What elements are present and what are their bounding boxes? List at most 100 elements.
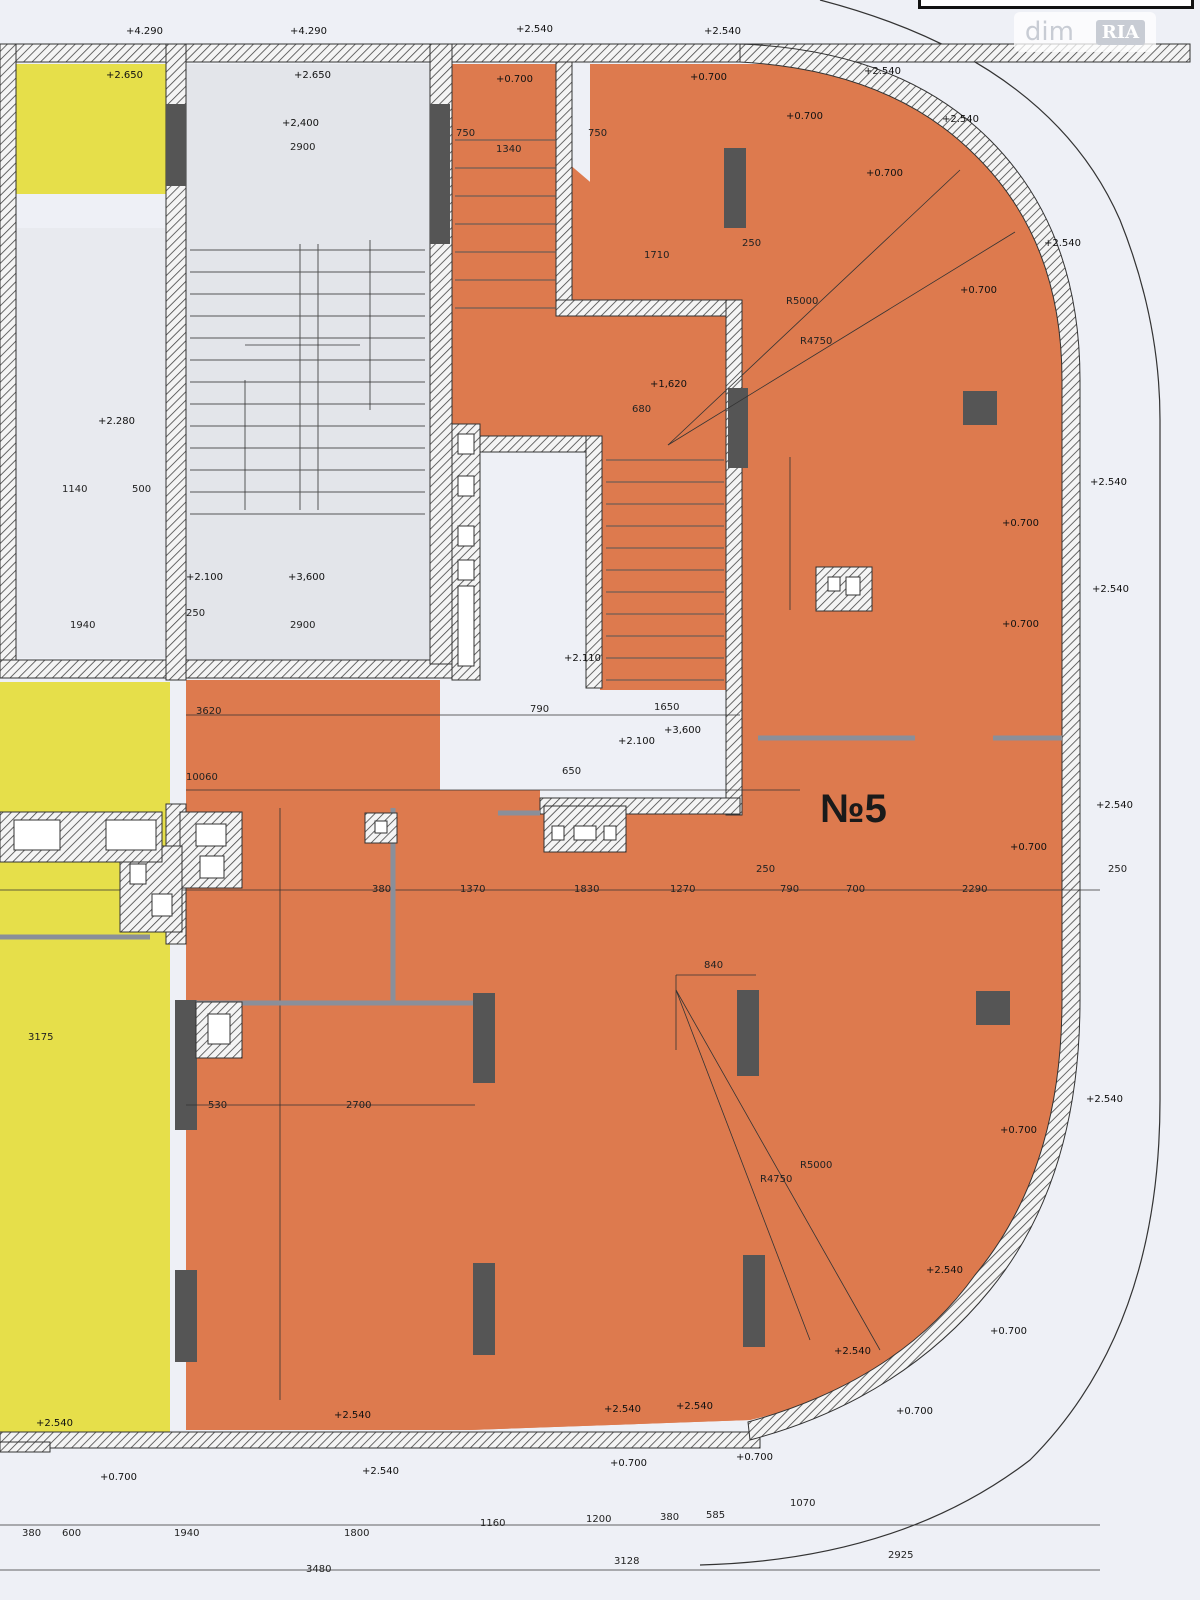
dimension-label: 840 (704, 960, 723, 971)
level-mark: +2.540 (1092, 584, 1129, 595)
level-mark: +0.700 (496, 74, 533, 85)
dimension-label: 1160 (480, 1518, 505, 1529)
level-mark: +2.540 (942, 114, 979, 125)
dimension-label: 3175 (28, 1032, 53, 1043)
dimension-label: 1270 (670, 884, 695, 895)
dimension-label: 1710 (644, 250, 669, 261)
curved-outer-wall (739, 43, 1081, 1441)
dimension-label: 790 (530, 704, 549, 715)
level-marks: +4.290 +4.290 +2.540 +2.540 +2.540 +2.54… (36, 24, 1133, 1483)
level-mark: +2.540 (1044, 238, 1081, 249)
room-label: №5 (820, 787, 887, 831)
dimension-label: 750 (456, 128, 475, 139)
dimension-label: 1940 (70, 620, 95, 631)
dimension-label: 1070 (790, 1498, 815, 1509)
level-mark: +2.540 (676, 1401, 713, 1412)
level-mark: +2.110 (564, 653, 601, 664)
level-mark: +2.540 (362, 1466, 399, 1477)
level-mark: +2.540 (334, 1410, 371, 1421)
yellow-room-top (16, 64, 166, 194)
level-mark: +2.540 (704, 26, 741, 37)
top-right-frame (918, 0, 1194, 9)
dimension-label: 2700 (346, 1100, 371, 1111)
outer-dimension-arc (699, 0, 1161, 1566)
level-mark: +0.700 (610, 1458, 647, 1469)
room-5-area-right (470, 64, 1070, 1430)
dimension-label: 2925 (888, 1550, 913, 1561)
dimension-label: 3128 (614, 1556, 639, 1567)
dimension-labels: 2900 2900 750 1340 750 1710 250 R5000 R4… (22, 128, 1127, 1575)
dimension-label: 250 (1108, 864, 1127, 875)
level-mark: +2.540 (926, 1265, 963, 1276)
level-mark: +0.700 (690, 72, 727, 83)
level-mark: +2.540 (604, 1404, 641, 1415)
level-mark: +2.280 (98, 416, 135, 427)
yellow-room-bottom (0, 682, 170, 1437)
level-mark: +3,600 (288, 572, 325, 583)
level-mark: +0.700 (896, 1406, 933, 1417)
dimension-label: 600 (62, 1528, 81, 1539)
dimension-label: 380 (372, 884, 391, 895)
dark-columns (166, 104, 1010, 1362)
dimension-label: 380 (660, 1512, 679, 1523)
level-mark: +2.540 (864, 66, 901, 77)
corridor-left (16, 228, 168, 658)
level-mark: +2.540 (1086, 1094, 1123, 1105)
dimension-label: 2290 (962, 884, 987, 895)
dimension-label: 1370 (460, 884, 485, 895)
level-mark: +2.540 (834, 1346, 871, 1357)
dimension-label: R5000 (800, 1160, 832, 1171)
dimension-label: 1200 (586, 1514, 611, 1525)
dimension-label: 250 (186, 608, 205, 619)
level-mark: +2.540 (1090, 477, 1127, 488)
dimension-label: 3620 (196, 706, 221, 717)
level-mark: +2.540 (36, 1418, 73, 1429)
level-mark: +2,400 (282, 118, 319, 129)
level-mark: +4.290 (126, 26, 163, 37)
level-mark: +0.700 (866, 168, 903, 179)
dimension-label: R5000 (786, 296, 818, 307)
dimension-label: 10060 (186, 772, 218, 783)
level-mark: +2.650 (294, 70, 331, 81)
dimension-label: 380 (22, 1528, 41, 1539)
dimension-label: 1140 (62, 484, 87, 495)
dimension-label: 790 (780, 884, 799, 895)
level-mark: +2.650 (106, 70, 143, 81)
dimension-label: R4750 (760, 1174, 792, 1185)
watermark: dim RIA (1014, 12, 1156, 52)
watermark-dim: dim (1024, 17, 1074, 47)
level-mark: +0.700 (100, 1472, 137, 1483)
level-mark: +3,600 (664, 725, 701, 736)
watermark-ria: RIA (1095, 19, 1146, 45)
level-mark: +0.700 (786, 111, 823, 122)
level-mark: +2.100 (618, 736, 655, 747)
dimension-label: 650 (562, 766, 581, 777)
dimension-label: R4750 (800, 336, 832, 347)
level-mark: +0.700 (736, 1452, 773, 1463)
level-mark: +0.700 (990, 1326, 1027, 1337)
dimension-label: 3480 (306, 1564, 331, 1575)
dimension-label: 1650 (654, 702, 679, 713)
level-mark: +2.540 (516, 24, 553, 35)
level-mark: +0.700 (1002, 619, 1039, 630)
room-5-area-stair (452, 64, 740, 690)
dimension-label: 700 (846, 884, 865, 895)
level-mark: +4.290 (290, 26, 327, 37)
dimension-label: 250 (756, 864, 775, 875)
dimension-label: 1830 (574, 884, 599, 895)
dimension-lines (0, 169, 1100, 1571)
level-mark: +0.700 (1002, 518, 1039, 529)
level-mark: +2.100 (186, 572, 223, 583)
shafts (0, 423, 873, 1059)
dimension-label: 1340 (496, 144, 521, 155)
dimension-label: 500 (132, 484, 151, 495)
dimension-label: 750 (588, 128, 607, 139)
dimension-label: 585 (706, 1510, 725, 1521)
dimension-label: 2900 (290, 620, 315, 631)
stair-treads (190, 139, 724, 681)
dimension-label: 1940 (174, 1528, 199, 1539)
dimension-label: 250 (742, 238, 761, 249)
dimension-label: 2900 (290, 142, 315, 153)
